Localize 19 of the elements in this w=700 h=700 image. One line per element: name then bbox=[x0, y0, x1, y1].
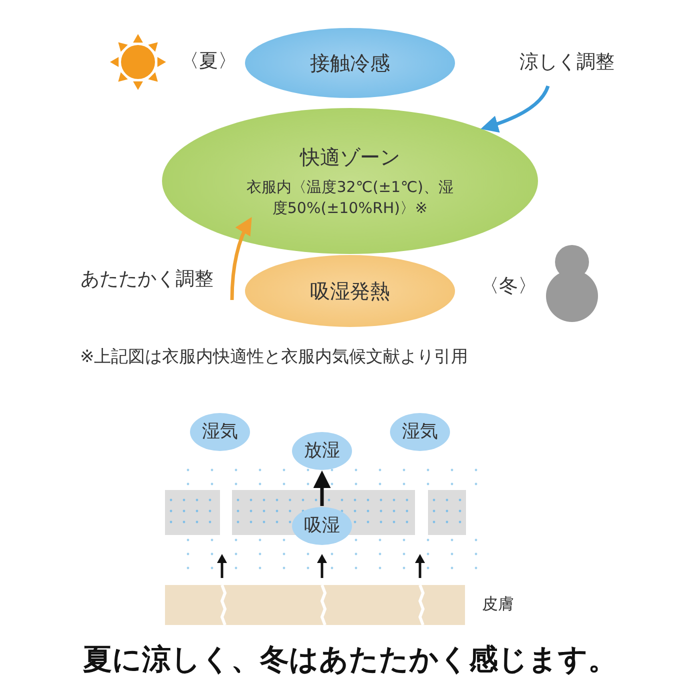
node-text: 衣服内〈温度32℃(±1℃)、湿度50%(±10%RH)〉※ bbox=[246, 177, 454, 218]
node-title: 快適ゾーン bbox=[300, 144, 400, 172]
node-title: 湿気 bbox=[402, 420, 438, 444]
node-title: 吸湿 bbox=[304, 514, 340, 538]
bubble bbox=[292, 432, 352, 470]
season-label: 〈夏〉 bbox=[180, 49, 237, 74]
node-title: 涼しく調整 bbox=[520, 50, 614, 76]
arrow bbox=[480, 85, 550, 132]
arrow bbox=[230, 216, 252, 300]
season-label: 〈冬〉 bbox=[480, 274, 537, 299]
node-title: あたたかく調整 bbox=[80, 267, 214, 292]
node-title: 湿気 bbox=[202, 420, 238, 444]
note: ※上記図は衣服内快適性と衣服内気候文献より引用 bbox=[80, 346, 468, 368]
node-title: 接触冷感 bbox=[310, 50, 390, 76]
layer-label: 皮膚 bbox=[482, 594, 514, 615]
caption: 夏に涼しく、冬はあたたかく感じます。 bbox=[82, 641, 618, 678]
node-title: 放湿 bbox=[304, 438, 340, 463]
node-title: 吸湿発熱 bbox=[310, 278, 390, 304]
arrow bbox=[313, 470, 331, 506]
